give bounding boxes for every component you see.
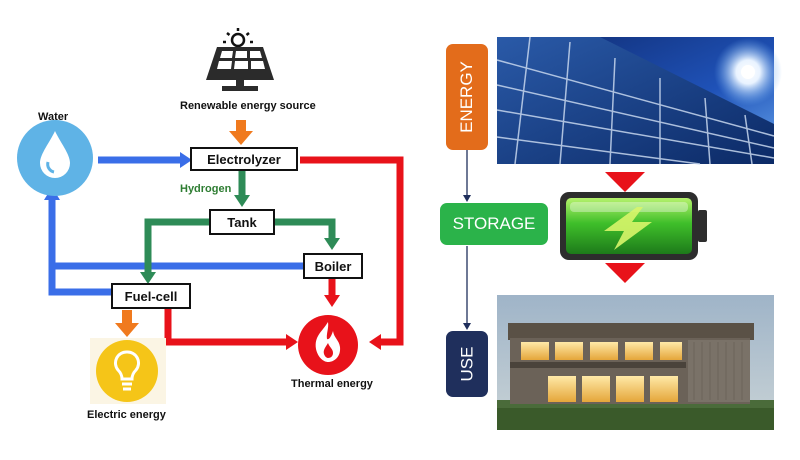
modern-house-photo xyxy=(497,295,774,430)
use-stage: USE xyxy=(446,331,488,397)
water-flow-lines xyxy=(48,156,305,296)
energy-to-storage-arrow xyxy=(605,172,645,192)
tank-to-fuel-cell-line xyxy=(144,218,210,272)
fuel-cell-to-electric-line xyxy=(122,310,132,324)
solar-panel-with-sun-icon xyxy=(206,28,274,91)
electrolyzer-to-thermal-line xyxy=(300,156,404,346)
lightning-bolt-icon xyxy=(604,207,652,250)
hydrogen-flow-lines xyxy=(144,170,336,272)
storage-stage: STORAGE xyxy=(440,203,548,245)
hydrogen-label: Hydrogen xyxy=(180,183,232,195)
thermal-energy-label: Thermal energy xyxy=(291,378,373,390)
use-stage-label: USE xyxy=(457,346,476,382)
tank-box: Tank xyxy=(209,209,275,235)
battery-icon xyxy=(560,192,707,260)
fuel-cell-return-line xyxy=(48,266,112,296)
stage-connectors xyxy=(463,150,471,330)
storage-stage-label: STORAGE xyxy=(452,214,536,233)
arrowhead-thermal-left xyxy=(286,334,298,350)
hydrogen-flow-arrowheads xyxy=(140,195,340,284)
heat-flow-arrowheads xyxy=(286,295,381,350)
energy-stage: ENERGY xyxy=(446,44,488,150)
arrowhead-tank xyxy=(234,195,250,207)
water-drop-icon xyxy=(17,120,93,196)
solar-panels-photo xyxy=(496,36,782,165)
arrowhead-thermal-right xyxy=(369,334,381,350)
fuel-cell-to-thermal-line xyxy=(164,306,286,346)
arrowhead-fuel-cell xyxy=(140,272,156,284)
electrolyzer-box: Electrolyzer xyxy=(190,147,298,171)
storage-to-use-arrow xyxy=(605,263,645,283)
arrowhead-electrolyzer xyxy=(180,152,192,168)
arrowhead-use xyxy=(463,323,471,330)
energy-stage-label: ENERGY xyxy=(457,61,477,133)
source-to-electrolyzer-line xyxy=(236,120,246,132)
sun-icon xyxy=(223,28,253,48)
electric-energy-label: Electric energy xyxy=(87,409,166,421)
heat-flow-lines xyxy=(164,156,404,346)
renewable-energy-source-label: Renewable energy source xyxy=(180,100,316,112)
arrowhead-electric xyxy=(115,323,139,337)
power-flow xyxy=(115,120,253,337)
arrowhead-storage xyxy=(463,195,471,202)
tank-to-boiler-line xyxy=(274,218,336,238)
arrowhead-electrolyzer-top xyxy=(229,131,253,145)
flame-icon xyxy=(298,315,358,375)
fuel-cell-box: Fuel-cell xyxy=(111,283,191,309)
light-bulb-icon xyxy=(90,338,166,404)
arrowhead-thermal-top xyxy=(324,295,340,307)
boiler-box: Boiler xyxy=(303,253,363,279)
arrowhead-boiler xyxy=(324,238,340,250)
water-label: Water xyxy=(38,111,69,123)
